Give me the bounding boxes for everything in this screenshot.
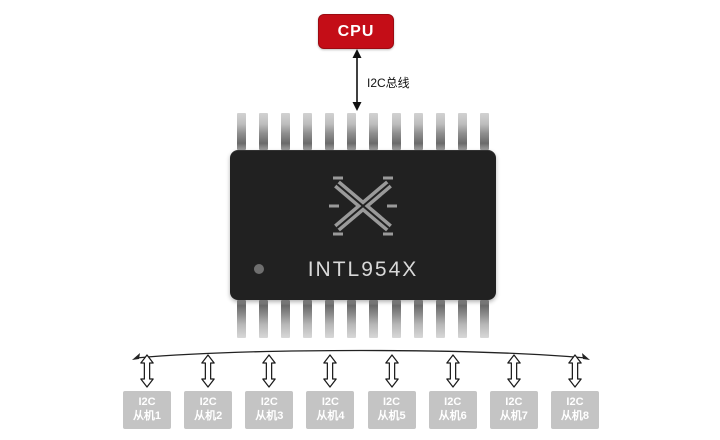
slave-box: I2C 从机3 <box>245 391 294 429</box>
chip-pins-top <box>237 113 489 150</box>
cpu-bus-arrow-icon <box>352 49 362 111</box>
updown-arrow-icon <box>507 354 521 388</box>
slave-line2: 从机6 <box>438 410 467 422</box>
slave-box: I2C 从机1 <box>123 391 171 429</box>
chip-pin <box>435 113 445 150</box>
slave-line2: 从机1 <box>132 410 162 422</box>
slave-unit: I2C 从机2 <box>183 354 233 429</box>
slave-unit: I2C 从机3 <box>244 354 294 429</box>
slave-line1: I2C <box>138 396 156 409</box>
slave-line1: I2C <box>321 396 339 409</box>
updown-arrow-icon <box>140 354 154 388</box>
chip-pins-bottom <box>237 300 489 338</box>
chip-pin <box>259 300 269 338</box>
chip-pin <box>391 300 401 338</box>
slave-line1: I2C <box>444 396 462 409</box>
updown-arrow-icon <box>201 354 215 388</box>
pin1-dot <box>254 264 264 274</box>
slave-line1: I2C <box>566 396 584 409</box>
slave-box: I2C 从机8 <box>550 391 599 429</box>
updown-arrow-icon <box>445 354 460 388</box>
slave-line2: 从机8 <box>560 410 590 422</box>
slaves-row: I2C 从机1 I2C 从机2 I2C 从机3 <box>122 354 600 429</box>
slave-line1: I2C <box>260 396 278 409</box>
chip-pin <box>347 300 357 338</box>
chip-pin <box>457 300 467 338</box>
updown-arrow-icon <box>384 354 399 388</box>
slave-box: I2C 从机6 <box>428 391 477 429</box>
slave-line2: 从机4 <box>316 410 345 422</box>
slave-unit: I2C 从机4 <box>305 354 355 429</box>
updown-arrow-icon <box>262 354 277 388</box>
slave-box: I2C 从机7 <box>489 391 538 429</box>
chip-pin <box>347 113 357 150</box>
cpu-label: CPU <box>337 22 375 40</box>
slave-line1: I2C <box>199 396 217 409</box>
chip-pin <box>325 300 335 338</box>
slave-line1: I2C <box>505 396 523 409</box>
chip-logo-icon <box>329 176 397 236</box>
slave-line2: 从机3 <box>255 410 284 422</box>
chip-pin <box>479 300 489 338</box>
chip-pin <box>435 300 445 338</box>
chip-pin <box>281 113 291 150</box>
fanout-line <box>132 349 590 360</box>
slave-line2: 从机2 <box>194 410 223 422</box>
chip-pin <box>281 300 291 338</box>
chip-pin <box>237 113 246 150</box>
updown-arrow-icon <box>323 354 338 388</box>
slave-box: I2C 从机4 <box>306 391 355 429</box>
chip-pin <box>259 113 269 150</box>
slave-line2: 从机5 <box>377 410 406 422</box>
slave-box: I2C 从机5 <box>367 391 416 429</box>
chip-body: INTL954X <box>230 150 496 300</box>
slave-line1: I2C <box>383 396 401 409</box>
chip-pin <box>391 113 401 150</box>
slave-box: I2C 从机2 <box>184 391 233 429</box>
chip-pin <box>479 113 489 150</box>
cpu-box: CPU <box>318 14 394 49</box>
chip-pin <box>325 113 335 150</box>
chip-pin <box>303 113 313 150</box>
chip-pin <box>303 300 313 338</box>
updown-arrow-icon <box>568 354 582 388</box>
chip-pin <box>413 300 423 338</box>
slave-unit: I2C 从机1 <box>122 354 172 429</box>
slave-line2: 从机7 <box>499 410 528 422</box>
slave-unit: I2C 从机7 <box>489 354 539 429</box>
chip-label: INTL954X <box>307 258 419 281</box>
chip-pin <box>369 300 379 338</box>
chip-pin <box>369 113 379 150</box>
slave-unit: I2C 从机6 <box>428 354 478 429</box>
chip-pin <box>457 113 467 150</box>
slave-unit: I2C 从机5 <box>367 354 417 429</box>
chip-pin <box>237 300 246 338</box>
bus-label: I2C总线 <box>367 76 410 90</box>
slave-unit: I2C 从机8 <box>550 354 600 429</box>
chip-pin <box>413 113 423 150</box>
